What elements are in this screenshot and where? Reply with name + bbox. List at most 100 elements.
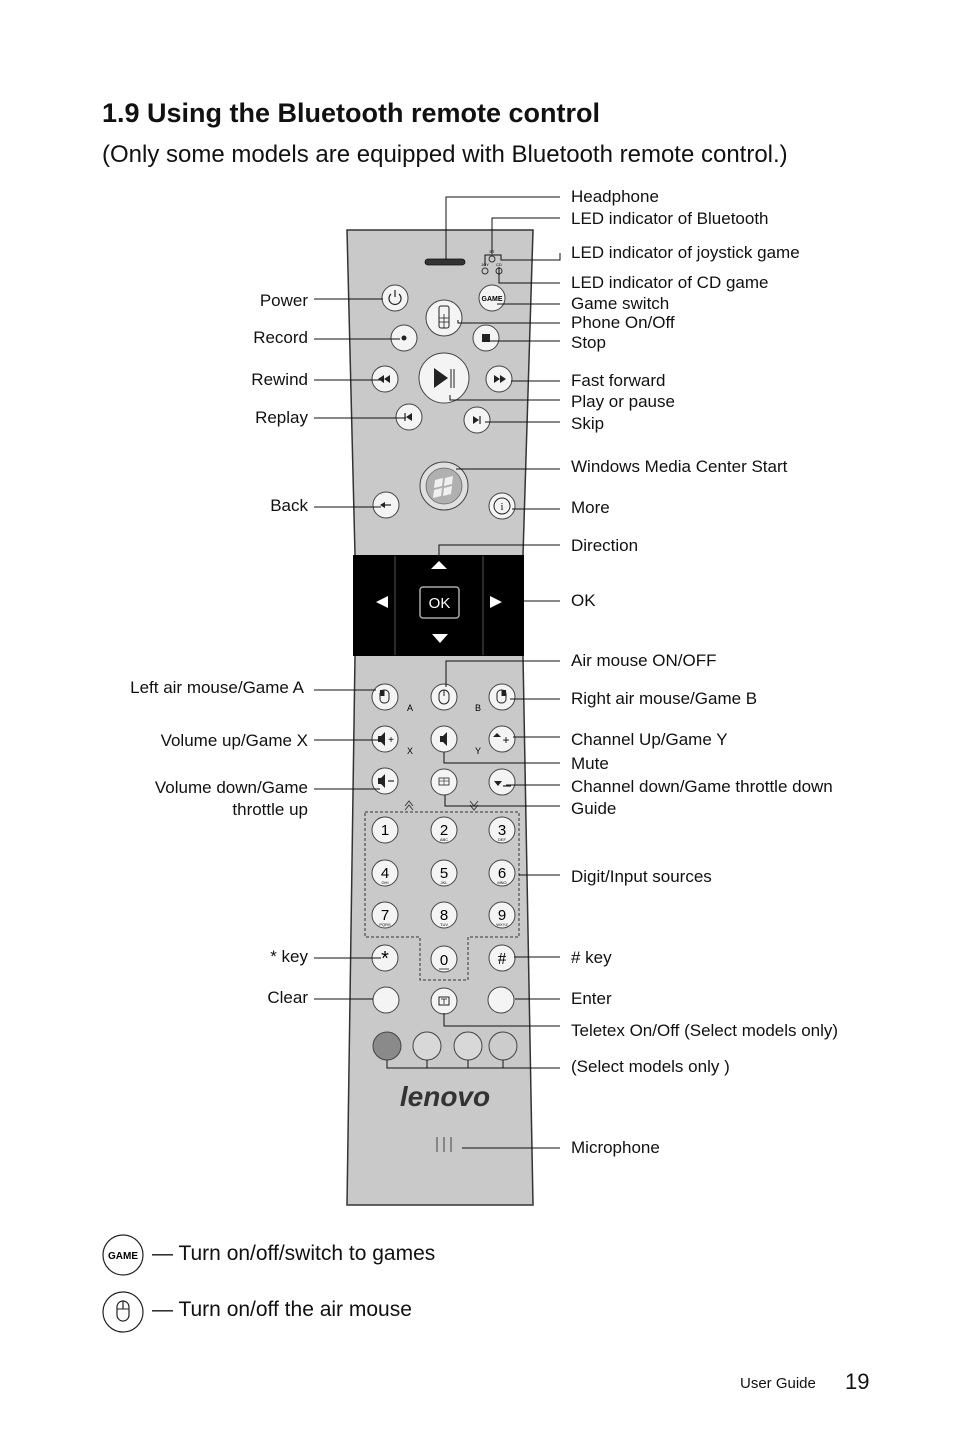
digit-key-letters: PQRS — [379, 922, 391, 927]
windows-logo-icon — [433, 476, 453, 498]
more-button — [488, 492, 516, 520]
digit-key-label: 6 — [498, 865, 506, 882]
digit-key-letters: GHI — [381, 880, 388, 885]
label-channel-up: Channel Up/Game Y — [571, 730, 728, 749]
channel-up-icon — [493, 733, 501, 737]
down-arrow-icon — [432, 634, 448, 643]
digit-key-letters: JKL — [441, 880, 449, 885]
digit-key-letters: TUV — [440, 922, 448, 927]
label-power: Power — [259, 291, 308, 310]
label-ok: OK — [571, 591, 596, 610]
led-joystick-icon — [481, 267, 489, 275]
legend-mouse-icon — [102, 1291, 144, 1333]
label-play-pause: Play or pause — [571, 392, 675, 411]
label-channel-down: Channel down/Game throttle down — [571, 777, 833, 796]
digit-key-8[interactable] — [430, 901, 458, 929]
label-phone: Phone On/Off — [571, 313, 675, 332]
digit-key-label: 9 — [498, 907, 506, 924]
label-back: Back — [270, 496, 308, 515]
digit-key-7[interactable] — [371, 901, 399, 929]
fast-forward-icon — [494, 375, 500, 383]
digit-key-9[interactable] — [488, 901, 516, 929]
label-fast-forward: Fast forward — [571, 371, 666, 390]
letter-a: A — [407, 703, 413, 713]
label-mute: Mute — [571, 754, 609, 773]
page-number: 19 — [845, 1369, 870, 1394]
digit-key-6[interactable] — [488, 859, 516, 887]
stop-icon — [482, 334, 490, 342]
legend-game-icon: GAME — [102, 1234, 144, 1276]
label-enter: Enter — [571, 989, 612, 1008]
label-right-air-mouse: Right air mouse/Game B — [571, 689, 758, 708]
volume-up-icon — [378, 732, 385, 746]
label-replay: Replay — [255, 408, 308, 427]
teletex-icon — [438, 996, 450, 1006]
lenovo-logo: lenovo — [400, 1081, 490, 1112]
label-led-cd: LED indicator of CD game — [571, 273, 769, 292]
more-icon: i — [501, 502, 504, 513]
rewind-icon — [378, 375, 384, 383]
svg-text:+: + — [502, 733, 509, 747]
replay-icon — [406, 413, 412, 421]
page-subtitle: (Only some models are equipped with Blue… — [102, 141, 788, 168]
label-select-models: (Select models only ) — [571, 1057, 730, 1076]
color-button-1 — [372, 1031, 402, 1061]
letter-y: Y — [475, 746, 481, 756]
play-icon — [434, 368, 448, 388]
label-volume-down-line2: throttle up — [232, 800, 308, 819]
label-left-air-mouse: Left air mouse/Game A — [130, 678, 304, 697]
label-microphone: Microphone — [571, 1138, 660, 1157]
digit-key-2[interactable] — [430, 816, 458, 844]
left-arrow-icon — [376, 596, 388, 608]
air-mouse-button — [430, 683, 458, 711]
right-air-mouse-button — [488, 683, 516, 711]
back-icon — [380, 502, 385, 508]
label-skip: Skip — [571, 414, 605, 433]
led-bluetooth-icon — [488, 255, 496, 263]
label-guide: Guide — [571, 799, 617, 818]
volume-down-icon — [378, 774, 385, 788]
label-clear: Clear — [267, 988, 308, 1007]
label-headphone: Headphone — [571, 187, 659, 206]
digit-key-label: 3 — [498, 822, 506, 839]
label-volume-down-line1: Volume down/Game — [154, 778, 308, 797]
digit-key-letters: MNO — [497, 880, 506, 885]
double-up-chevron-icon — [404, 800, 414, 811]
color-button-4 — [488, 1031, 518, 1061]
label-more: More — [571, 498, 610, 517]
digit-key-3[interactable] — [488, 816, 516, 844]
channel-down-button — [488, 768, 516, 796]
color-button-2 — [412, 1031, 442, 1061]
digit-key-label: 5 — [440, 865, 448, 882]
label-digit: Digit/Input sources — [571, 867, 712, 886]
digit-key-label: 7 — [381, 907, 389, 924]
digit-key-letters: DEF — [498, 837, 507, 842]
digit-key-1[interactable] — [371, 816, 399, 844]
digit-key-4[interactable] — [371, 859, 399, 887]
hash-key-label: # — [498, 949, 507, 968]
mute-icon — [440, 732, 447, 746]
channel-up-button — [488, 725, 516, 753]
right-arrow-icon — [490, 596, 502, 608]
ok-button — [419, 586, 460, 619]
digit-key-letters: ABC — [440, 837, 448, 842]
label-rewind: Rewind — [251, 370, 308, 389]
label-stop: Stop — [571, 333, 606, 352]
star-key-label: * — [381, 948, 389, 970]
headphone-slot — [424, 258, 466, 266]
keypad-dashed-outline — [364, 811, 520, 981]
power-button — [381, 284, 409, 312]
label-volume-up: Volume up/Game X — [160, 731, 308, 750]
svg-text:+: + — [388, 735, 394, 746]
digit-key-label: 8 — [440, 907, 448, 924]
label-teletex: Teletex On/Off (Select models only) — [571, 1021, 839, 1040]
skip-icon — [473, 416, 479, 424]
game-button-label: GAME — [482, 296, 503, 303]
page-title: 1.9 Using the Bluetooth remote control — [102, 98, 601, 128]
label-record: Record — [253, 328, 308, 347]
legend-game-icon-text: GAME — [108, 1251, 138, 1262]
digit-key-5[interactable] — [430, 859, 458, 887]
legend-mouse-text: — Turn on/off the air mouse — [152, 1298, 412, 1321]
label-wmc-start: Windows Media Center Start — [571, 457, 788, 476]
